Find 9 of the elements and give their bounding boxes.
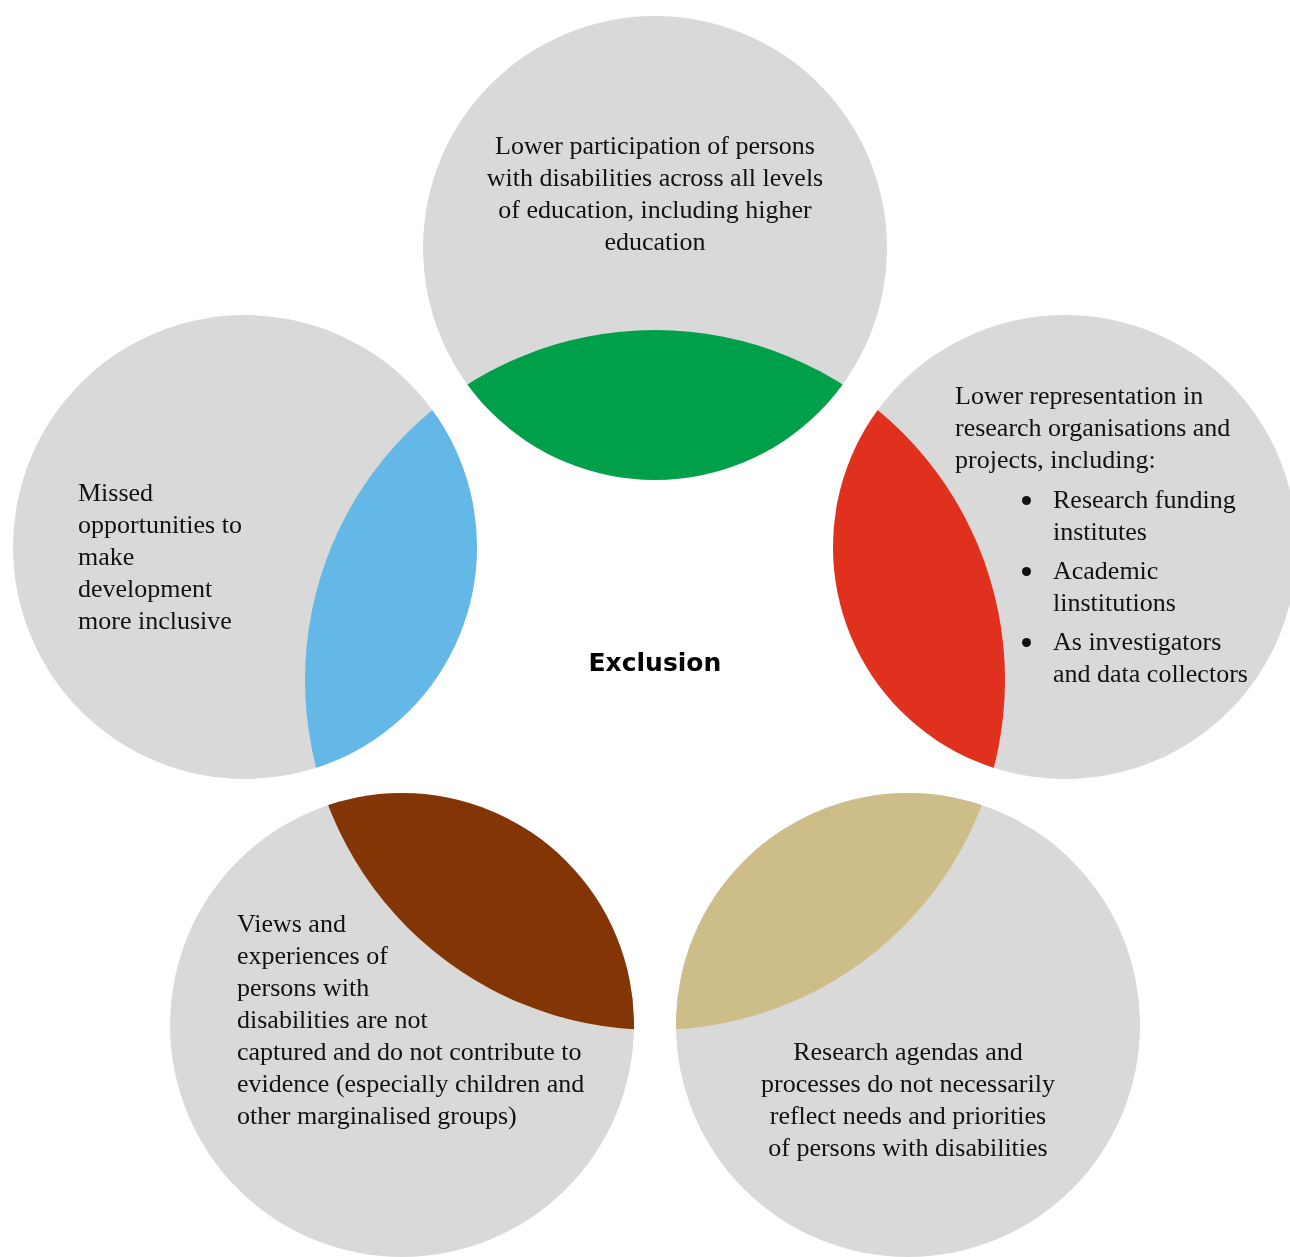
list-item-text: Academic linstitutions [1053, 556, 1176, 617]
list-item-text: As investigators and data collectors [1053, 627, 1248, 688]
circle-text: Lower representation in research organisations and projects, including: [955, 380, 1232, 476]
circle-text: Lower participation of persons with disabilities across all levels of education, including higher education [485, 130, 825, 258]
list-item-text: Research funding institutes [1053, 485, 1236, 546]
center-title: Exclusion [588, 647, 722, 677]
circle-text: Missed opportunities to make development more inclusive [78, 477, 243, 637]
circle-text: Views and experiences of persons with disabilities are not captured and do not contribute to evidence (especially children and other marginalised groups) [237, 908, 586, 1132]
circle-text: Research agendas and processes do not necessarily reflect needs and priorities of persons with disabilities [760, 1036, 1056, 1164]
